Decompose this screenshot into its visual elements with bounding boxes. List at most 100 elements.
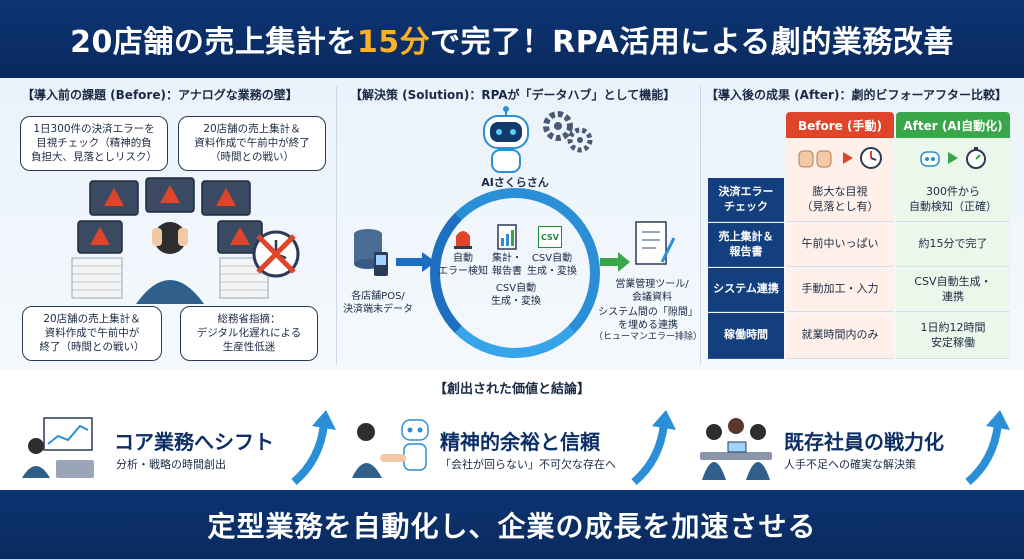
bubble-line: 終了（時間との戦い） (39, 341, 145, 354)
func-aggregate-report: 集計・ 報告書 (482, 252, 532, 278)
robot-icon (483, 106, 529, 173)
cell-line: CSV自動生成・ (914, 275, 992, 289)
bubble-line: 生産性低迷 (222, 341, 276, 354)
label-line: システム連携 (713, 282, 779, 296)
label-line: 稼働時間 (724, 328, 768, 342)
cell-line: 就業時間内のみ (801, 328, 879, 342)
value-sub: 分析・戦略の時間創出 (116, 458, 226, 471)
cell-line: 自動検知（正確） (909, 199, 997, 213)
clock-icon (860, 147, 882, 169)
before-bubble-morning-loss: 20店舗の売上集計＆ 資料作成で午前中が 終了（時間との戦い） (22, 306, 162, 361)
cell-before-error-check: 膨大な目視（見落とし有） (786, 178, 894, 222)
link-label: システム間の「隙間」 を埋める連携 （ヒューマンエラー排除） (592, 306, 704, 344)
func-csv-convert-2: CSV自動 生成・変換 (486, 282, 546, 308)
label-line: CSV自動 (531, 253, 573, 264)
bubble-line: 負担大、見落としリスク） (31, 151, 157, 164)
stopwatch-icon (966, 147, 986, 169)
growth-arrow-icon (965, 410, 1010, 486)
no-clock-icon (252, 230, 300, 278)
before-icon-cell (786, 138, 894, 178)
warning-icon (90, 185, 250, 245)
row-label-uptime: 稼働時間 (708, 313, 784, 359)
label-line: 売上集計＆ (718, 230, 774, 244)
value-sub: 人手不足への確実な解決策 (784, 458, 916, 471)
before-section-label: 【導入前の課題 (Before)：アナログな業務の壁】 (22, 88, 298, 102)
cell-line: 連携 (941, 289, 964, 303)
cell-after-error-check: 300件から自動検知（正確） (896, 178, 1010, 222)
label-line: 報告書 (492, 266, 522, 277)
automation-cycle-ring (430, 188, 600, 358)
label-line: （ヒューマンエラー排除） (593, 332, 702, 342)
header-bar: 20店舗の売上集計を15分で完了！RPA活用による劇的業務改善 (0, 0, 1024, 78)
handshake-robot-icon (352, 419, 429, 478)
before-bubble-sales-total: 20店舗の売上集計＆ 資料作成で午前中が終了 （時間との戦い） (178, 116, 326, 171)
label-line: チェック (724, 199, 768, 213)
label-line: 決済端末データ (343, 304, 413, 315)
value-item-peace-trust: 精神的余裕と信頼 「会社が回らない」不可欠な存在へ (350, 406, 680, 486)
person-head (154, 222, 186, 254)
person-body (136, 280, 204, 304)
team-meeting-icon (700, 418, 772, 480)
robot-icon (920, 151, 940, 167)
label-line: 生成・変換 (527, 266, 577, 277)
divider (336, 86, 337, 364)
cell-after-uptime: 1日約12時間安定稼働 (896, 313, 1010, 359)
growth-arrow-icon (631, 410, 676, 486)
bubble-line: 目視チェック（精神的負 (36, 137, 152, 150)
label-line: 自動 (453, 253, 473, 264)
value-sub: 「会社が回らない」不可欠な存在へ (440, 458, 616, 471)
bubble-line: 資料作成で午前中が終了 (194, 137, 310, 150)
value-section-title: 【創出された価値と結論】 (433, 382, 590, 397)
cell-after-sales-report: 約15分で完了 (896, 223, 1010, 267)
cell-line: 300件から (926, 185, 980, 199)
value-head: コア業務へシフト (114, 430, 274, 454)
row-label-system-link: システム連携 (708, 268, 784, 312)
value-head: 既存社員の戦力化 (784, 430, 944, 454)
cell-before-system-link: 手動加工・入力 (786, 268, 894, 312)
cell-before-sales-report: 午前中いっぱい (786, 223, 894, 267)
label-line: 報告書 (729, 244, 763, 258)
monitor-icon (77, 177, 263, 254)
arrow-right-icon (396, 252, 436, 272)
before-column-header: Before (手動) (786, 112, 894, 138)
bubble-line: デジタル化遅れによる (196, 327, 302, 340)
cell-line: 安定稼働 (931, 335, 975, 349)
value-item-staff-power: 既存社員の戦力化 人手不足への確実な解決策 (694, 406, 1014, 486)
footer-conclusion: 定型業務を自動化し、企業の成長を加速させる (207, 509, 817, 543)
footer-bar: 定型業務を自動化し、企業の成長を加速させる (0, 490, 1024, 559)
label-line: 決済エラー (718, 185, 774, 199)
after-section-label: 【導入後の成果 (After)：劇的ビフォーアフター比較】 (706, 88, 1007, 102)
row-label-error-check: 決済エラーチェック (708, 178, 784, 222)
bubble-line: 20店舗の売上集計＆ (43, 313, 141, 325)
divider (700, 86, 701, 364)
database-icon (354, 229, 388, 276)
csv-file-icon: CSV (538, 226, 562, 248)
cell-line: 手動加工・入力 (801, 282, 879, 296)
gear-icon (543, 111, 593, 153)
title-part-1: 20店舗の売上集計を (70, 25, 357, 60)
after-icon-cell (896, 138, 1010, 178)
play-arrow-icon (948, 152, 958, 164)
value-band: 【創出された価値と結論】 コア業務へシフト 分析・戦略の時間創出 精神的余裕と信… (0, 370, 1024, 490)
solution-section-label: 【解決策 (Solution)：RPAが「データハブ」として機能】 (350, 88, 676, 102)
main-panel: 【導入前の課題 (Before)：アナログな業務の壁】 1日300件の決済エラー… (0, 78, 1024, 370)
cell-line: 約15分で完了 (918, 237, 988, 251)
cell-line: （見落とし有） (801, 199, 879, 213)
bubble-line: 20店舗の売上集計＆ (203, 123, 301, 135)
label-line: CSV自動 (495, 283, 537, 294)
bubble-line: 資料作成で午前中が (44, 327, 140, 340)
page-title: 20店舗の売上集計を15分で完了！RPA活用による劇的業務改善 (70, 17, 954, 61)
label-line: を埋める連携 (618, 320, 678, 331)
stressed-worker-illustration (71, 177, 269, 304)
label-line: 集計・ (492, 253, 522, 264)
label-line: 会議資料 (632, 292, 672, 303)
arrow-right-icon (600, 252, 630, 272)
label-line: エラー検知 (438, 266, 488, 277)
cell-before-uptime: 就業時間内のみ (786, 313, 894, 359)
label-line: 各店舗POS/ (351, 291, 405, 302)
alarm-light-icon (454, 231, 472, 249)
document-icon (635, 221, 676, 265)
bubble-line: （時間との戦い） (210, 151, 294, 164)
output-label: 営業管理ツール/ 会議資料 (600, 278, 704, 304)
robot-name: AIさくらさん (481, 176, 549, 189)
